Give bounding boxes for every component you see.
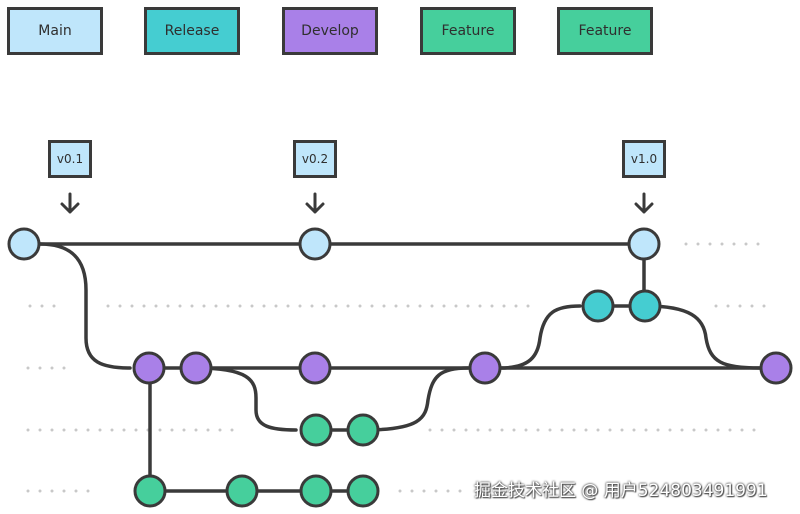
commit-feature2-4 [346, 474, 380, 508]
legend-main-label: Main [38, 23, 72, 39]
commit-release-1 [581, 289, 615, 323]
release-to-develop [644, 304, 762, 370]
commit-feature2-3 [299, 474, 333, 508]
commit-release-2 [628, 289, 662, 323]
commit-feature2-1 [133, 474, 167, 508]
legend-release: Release [144, 7, 240, 55]
release-out [498, 304, 582, 370]
legend-feature-2: Feature [557, 7, 653, 55]
commit-feature1-2 [346, 413, 380, 447]
tag-v0-2: v0.2 [293, 140, 337, 178]
commit-develop-2 [179, 351, 213, 385]
tag-v1-0: v1.0 [622, 140, 666, 178]
commit-main-v0-2 [298, 227, 332, 261]
commit-develop-4 [468, 351, 502, 385]
commit-main-v1-0 [627, 227, 661, 261]
feature1-merge [362, 366, 470, 432]
arrow-down-icon [60, 192, 80, 214]
arrow-down-icon [634, 192, 654, 214]
main-to-develop [38, 242, 132, 370]
tag-v0-1: v0.1 [48, 140, 92, 178]
commit-develop-5 [759, 351, 793, 385]
legend-develop: Develop [282, 7, 378, 55]
legend-feature-2-label: Feature [578, 23, 632, 39]
commit-main-v0-1 [7, 227, 41, 261]
watermark: 掘金技术社区 @ 用户524803491991 [474, 481, 768, 501]
legend-feature-1: Feature [420, 7, 516, 55]
arrow-down-icon [305, 192, 325, 214]
tag-v0-2-label: v0.2 [301, 152, 329, 166]
tag-v0-1-label: v0.1 [56, 152, 84, 166]
commit-develop-1 [132, 351, 166, 385]
feature1-out [194, 366, 298, 432]
legend-feature-1-label: Feature [441, 23, 495, 39]
tag-v1-0-label: v1.0 [630, 152, 658, 166]
tag-arrows [60, 192, 654, 214]
legend-develop-label: Develop [301, 23, 359, 39]
commit-feature1-1 [299, 413, 333, 447]
legend-release-label: Release [164, 23, 220, 39]
legend-main: Main [7, 7, 103, 55]
commit-feature2-2 [225, 474, 259, 508]
commit-develop-3 [298, 351, 332, 385]
dotted-guides [26, 242, 768, 493]
